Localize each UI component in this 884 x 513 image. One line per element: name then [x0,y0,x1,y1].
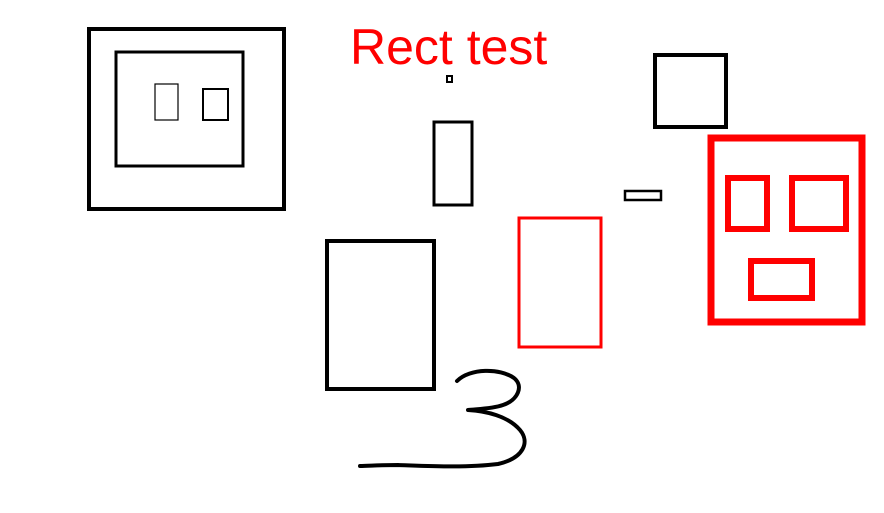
red-center-rect [517,216,603,349]
small-thin-rect [154,83,179,121]
tall-narrow-rect [432,120,474,207]
tiny-rect [446,75,453,83]
lower-black-rect [325,239,436,391]
red-face-outline [707,134,866,326]
red-mouth [748,258,815,301]
nested-black-rect-group [87,27,286,211]
top-right-black-square [653,53,728,129]
inner-black-rect [114,50,245,168]
red-right-eye [789,175,849,232]
small-square-rect [202,88,229,121]
outer-black-rect [87,27,286,211]
flat-small-rect [623,189,663,202]
red-face-group [707,134,866,326]
freehand-stroke [358,368,527,469]
title-text: Rect test [350,19,547,75]
red-left-eye [725,175,770,232]
